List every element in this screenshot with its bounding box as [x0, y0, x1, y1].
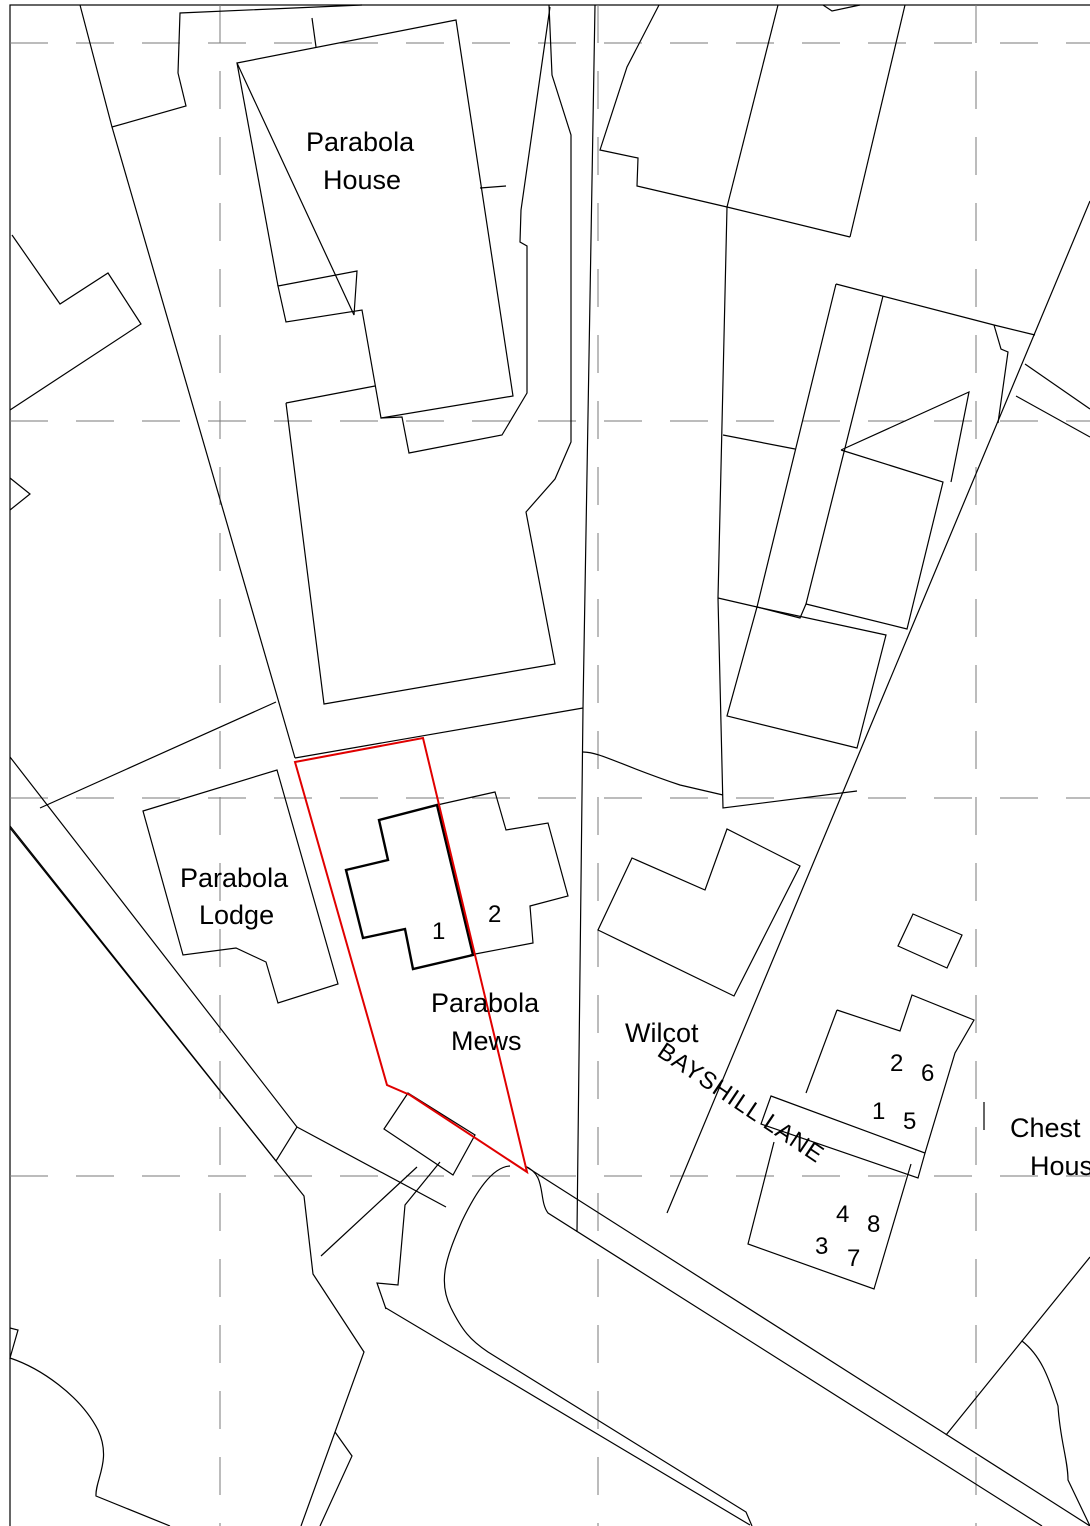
grid-lines: [10, 5, 1090, 1526]
wilcot-building: [597, 828, 801, 997]
flat-number: 3: [815, 1233, 828, 1260]
label-parabola-mews-1: Parabola: [431, 988, 540, 1018]
label-chest-1: Chest: [1010, 1113, 1081, 1143]
flat-number: 5: [903, 1108, 916, 1135]
flat-number: 6: [921, 1060, 934, 1087]
parabola-house-building: [236, 19, 514, 419]
map-frame: [9, 4, 1090, 1526]
parabola-lodge-building: [142, 769, 339, 1004]
flat-number: 7: [847, 1245, 860, 1272]
label-chest-2: Hous: [1030, 1151, 1090, 1181]
label-parabola-house-1: Parabola: [306, 127, 415, 157]
property-boundaries: [9, 4, 1090, 1526]
label-parabola-mews-2: Mews: [451, 1026, 522, 1056]
mews-unit-1-outline: [344, 803, 475, 971]
label-parabola-lodge-2: Lodge: [199, 900, 274, 930]
flat-number: 2: [890, 1050, 903, 1077]
flat-number: 4: [836, 1201, 849, 1228]
unit-number-mews-1: 1: [432, 918, 445, 945]
label-parabola-lodge-1: Parabola: [180, 863, 289, 893]
label-parabola-house-2: House: [323, 165, 401, 195]
label-wilcot: Wilcot: [625, 1018, 699, 1048]
flat-number: 1: [872, 1098, 885, 1125]
site-boundary-red: [293, 736, 529, 1175]
flat-number: 8: [867, 1211, 880, 1238]
unit-number-mews-2: 2: [488, 901, 501, 928]
